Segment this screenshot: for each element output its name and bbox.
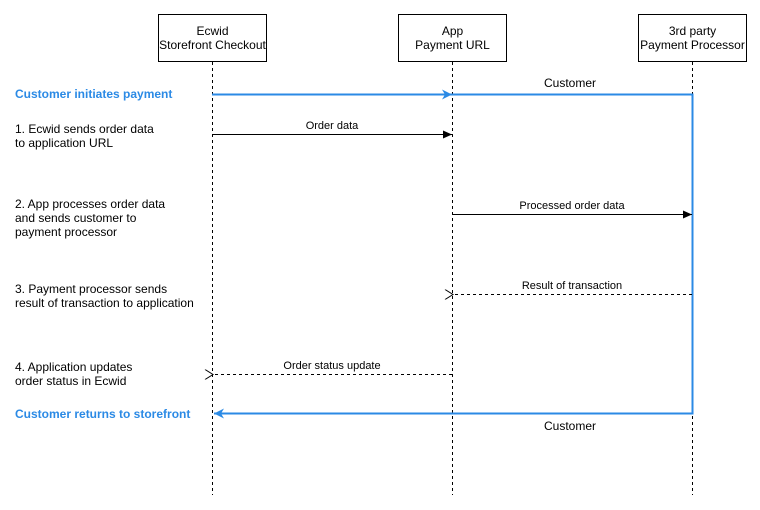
step-2-label: 2. App processes order data and sends cu…: [15, 197, 165, 239]
order-data-label: Order data: [305, 120, 359, 132]
ecwid-actor-box: Ecwid Storefront Checkout: [158, 14, 267, 62]
customer-return-label: Customer: [543, 419, 597, 433]
step-3-label: 3. Payment processor sends result of tra…: [15, 282, 194, 310]
ecwid-actor-title: Ecwid: [196, 24, 229, 38]
app-actor-box: App Payment URL: [398, 14, 507, 62]
app-actor-subtitle: Payment URL: [415, 38, 490, 52]
processor-actor-subtitle: Payment Processor: [640, 38, 745, 52]
step-initiate-label: Customer initiates payment: [15, 87, 173, 101]
processor-actor-box: 3rd party Payment Processor: [638, 14, 747, 62]
ecwid-actor-subtitle: Storefront Checkout: [159, 38, 266, 52]
step-4-line-1: 4. Application updates: [15, 360, 133, 374]
processed-order-data-label: Processed order data: [519, 200, 625, 212]
customer-to-processor-label: Customer: [543, 76, 597, 90]
app-actor-title: App: [441, 24, 464, 38]
step-1-label: 1. Ecwid sends order data to application…: [15, 122, 154, 150]
step-3-line-2: result of transaction to application: [15, 296, 194, 310]
step-2-line-1: 2. App processes order data: [15, 197, 166, 211]
step-4-line-2: order status in Ecwid: [15, 374, 127, 388]
result-of-transaction-label: Result of transaction: [521, 280, 623, 292]
step-2-line-3: payment processor: [15, 225, 118, 239]
step-return-label: Customer returns to storefront: [15, 407, 191, 421]
step-2-line-2: and sends customer to: [15, 211, 137, 225]
step-3-line-1: 3. Payment processor sends: [15, 282, 168, 296]
processor-actor-title: 3rd party: [668, 24, 717, 38]
step-1-line-1: 1. Ecwid sends order data: [15, 122, 154, 136]
step-1-line-2: to application URL: [15, 136, 114, 150]
order-status-update-label: Order status update: [283, 360, 381, 372]
step-4-label: 4. Application updates order status in E…: [15, 360, 132, 388]
customer-to-processor-path: [214, 93, 694, 419]
